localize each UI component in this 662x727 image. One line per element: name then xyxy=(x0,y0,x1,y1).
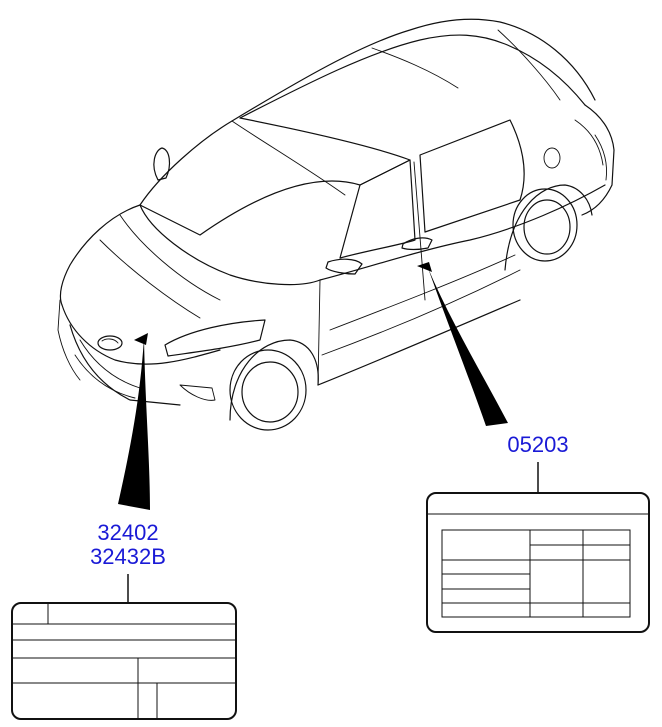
part-number-32432b[interactable]: 32432B xyxy=(90,544,166,569)
door-label-marker xyxy=(417,262,432,272)
door-leader-wedge xyxy=(428,268,508,426)
front-label-marker xyxy=(134,333,148,345)
door-label-box xyxy=(426,492,650,633)
front-label-box xyxy=(11,602,237,720)
part-number-32402[interactable]: 32402 xyxy=(97,520,158,545)
car-illustration xyxy=(57,18,615,431)
part-number-05203[interactable]: 05203 xyxy=(507,432,568,457)
front-leader-wedge xyxy=(118,338,150,510)
